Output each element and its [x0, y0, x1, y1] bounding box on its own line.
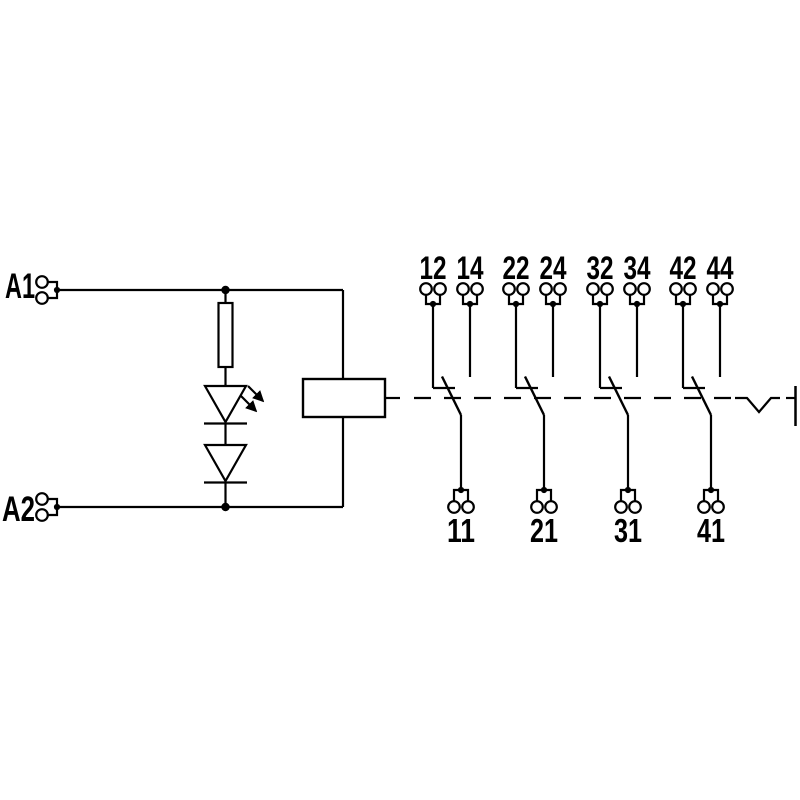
contact-blade	[440, 375, 463, 416]
nc-terminal-label: 22	[503, 250, 530, 286]
mechanical-notch-icon	[735, 396, 780, 414]
coil-box	[301, 377, 387, 419]
terminal-icon	[706, 282, 734, 309]
diode-triangle	[203, 384, 248, 425]
terminal-icon	[447, 485, 475, 514]
nc-terminal-label: 12	[420, 250, 447, 286]
terminal-icon	[669, 282, 697, 309]
terminal-icon	[502, 282, 530, 309]
terminal-icon	[623, 282, 651, 309]
coil-circuit: A1 A2	[2, 267, 400, 529]
common-terminal-label: 31	[614, 512, 642, 549]
no-terminal-label: 14	[457, 250, 484, 286]
common-terminal-label: 11	[447, 512, 475, 549]
arrow	[247, 385, 265, 403]
terminal-icon	[586, 282, 614, 309]
no-terminal-label: 24	[540, 250, 567, 286]
arrow	[240, 395, 258, 413]
mechanical-actuation-link	[414, 386, 797, 426]
terminal-icon	[35, 275, 62, 305]
terminal-icon	[35, 492, 62, 522]
diode-triangle	[203, 443, 248, 484]
indicator-branch	[203, 290, 265, 507]
coil-terminal-a2-label: A2	[2, 490, 35, 529]
changeover-contact-3: 32 34 31	[586, 250, 651, 549]
terminal-icon	[530, 485, 558, 514]
common-terminal-label: 41	[697, 512, 725, 549]
led-symbol	[203, 384, 265, 425]
light-emission-arrows-icon	[240, 385, 265, 413]
diode-symbol	[203, 443, 248, 484]
nc-terminal-label: 42	[670, 250, 697, 286]
terminal-icon	[614, 485, 642, 514]
terminal-icon	[697, 485, 725, 514]
terminal-icon	[539, 282, 567, 309]
changeover-contact-2: 22 24 21	[502, 250, 567, 549]
changeover-contact-4: 42 44 41	[669, 250, 734, 549]
terminal-icon	[456, 282, 484, 309]
no-terminal-label: 44	[707, 250, 734, 286]
nc-terminal-label: 32	[587, 250, 614, 286]
common-terminal-label: 21	[530, 512, 558, 549]
relay-coil-symbol	[301, 290, 400, 507]
changeover-contact-1: 12 14 11	[419, 250, 484, 549]
terminal-icon	[419, 282, 447, 309]
resistor-symbol	[217, 301, 234, 369]
coil-terminal-a1-label: A1	[5, 267, 35, 306]
contact-blade	[523, 375, 546, 416]
contact-blade	[690, 375, 713, 416]
contact-blade	[607, 375, 630, 416]
no-terminal-label: 34	[624, 250, 651, 286]
